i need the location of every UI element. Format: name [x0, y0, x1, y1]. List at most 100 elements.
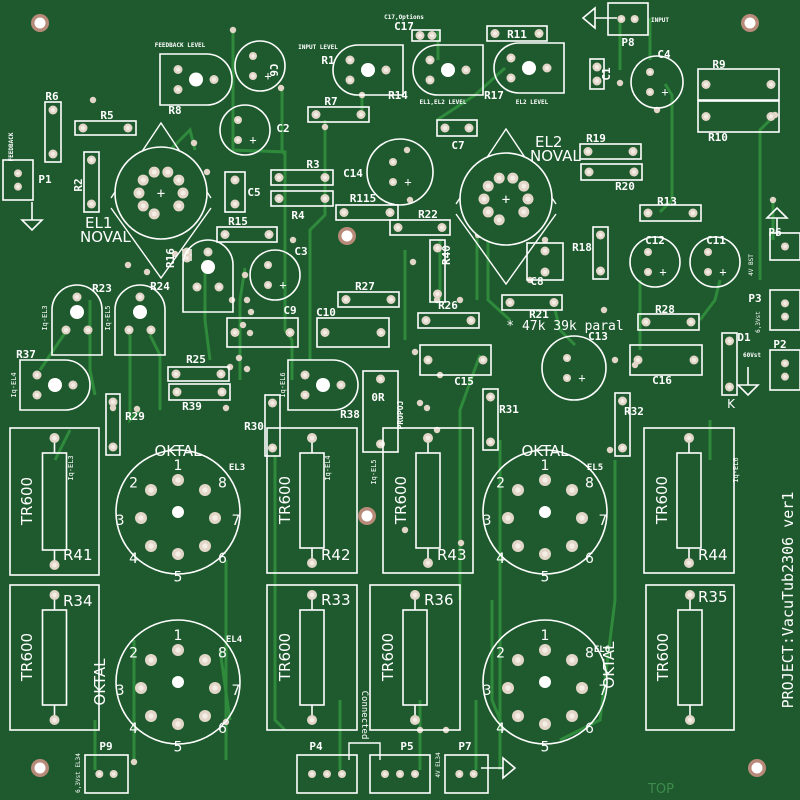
drill-hole: [686, 435, 692, 441]
via: [124, 261, 132, 269]
p9-voltage-label: 6,3Vst EL34: [75, 753, 82, 793]
drill-hole: [236, 118, 240, 122]
tube-type: OKTAL: [154, 442, 202, 460]
drill-hole: [635, 357, 641, 363]
ground-symbol-icon: [20, 202, 44, 232]
pin-number: 5: [174, 570, 183, 586]
drill-hole: [313, 112, 319, 117]
connector-outline: [444, 754, 489, 794]
tube-type: NOVAL: [80, 228, 131, 246]
reference-label: P2: [773, 338, 786, 351]
drill-hole: [202, 543, 208, 549]
drill-hole: [648, 70, 652, 74]
tube-type: OKTAL: [521, 442, 569, 460]
drill-hole: [703, 114, 709, 119]
resistor-outline: [389, 219, 451, 236]
reference-label: R21: [529, 308, 549, 321]
tube-name: EL3: [229, 463, 245, 473]
resistor-outline: [436, 119, 478, 137]
transformer-type: TR600: [654, 633, 672, 682]
drill-hole: [138, 515, 144, 521]
drill-hole: [646, 270, 650, 274]
resistor-r4: R4: [270, 190, 334, 222]
resistor-outline: [224, 171, 246, 213]
key-hole: [539, 676, 551, 688]
capacitor-c4: +C4: [630, 48, 684, 109]
via: [239, 321, 247, 329]
iq-el5-label: Iq-EL5: [104, 305, 112, 330]
drill-hole: [521, 209, 527, 215]
drill-hole: [783, 301, 787, 306]
connector-outline: [769, 289, 800, 331]
drill-hole: [70, 382, 76, 388]
resistor-r6: R6: [44, 90, 62, 163]
drill-hole: [507, 300, 513, 305]
potentiometer-outline: [159, 53, 233, 106]
resistor-c10: C10: [316, 306, 390, 348]
pin-number: 3: [483, 513, 492, 529]
resistor-outline: [486, 25, 548, 42]
via: [409, 258, 417, 266]
potentiometer-r37: R37: [16, 348, 91, 411]
polarity-plus-icon: +: [249, 133, 256, 147]
pin-number: 8: [218, 475, 227, 491]
drill-hole: [151, 211, 157, 217]
drill-hole: [525, 196, 531, 202]
drill-hole: [598, 268, 603, 274]
layer-label: TOP: [647, 782, 674, 797]
reference-label: R20: [615, 180, 635, 193]
drill-hole: [184, 255, 190, 261]
resistor-r3: R3: [270, 158, 334, 186]
iq-el4-label: Iq-EL4: [324, 455, 332, 480]
drill-hole: [645, 210, 651, 216]
pin-number: 3: [483, 683, 492, 699]
input-label: INPUT: [651, 17, 669, 24]
reference-label: R19: [586, 132, 606, 145]
mounting-hole-drill: [34, 762, 46, 774]
resistor-c16: C16: [629, 344, 703, 387]
resistor-r30: R30: [244, 394, 281, 457]
drill-hole: [175, 647, 181, 653]
drill-hole: [508, 75, 514, 81]
drill-hole: [347, 57, 353, 63]
drill-hole: [97, 772, 102, 776]
drill-hole: [688, 319, 694, 325]
iq-el3-label: Iq-EL3: [67, 455, 75, 480]
drill-hole: [579, 515, 585, 521]
via: [130, 758, 138, 766]
reference-label: R31: [499, 403, 519, 416]
via: [456, 296, 464, 304]
capacitor-outline: [249, 249, 301, 301]
drill-hole: [565, 356, 569, 360]
reference-label: R6: [45, 90, 59, 103]
resistor-outline: [226, 317, 299, 348]
via: [406, 196, 414, 204]
el1-el2-level-label: EL1,EL2 LEVEL: [420, 99, 467, 106]
reference-label: R39: [182, 400, 202, 413]
connected-label: Connected: [359, 691, 369, 740]
drill-hole: [569, 657, 575, 663]
reference-label: R30: [244, 420, 264, 433]
shaft-hole: [361, 63, 375, 77]
silkscreen-text: EL1 EL2 EL3 EL4 EL5 EL6 TR600 TR600 TR60…: [8, 14, 797, 797]
drill-hole: [287, 330, 293, 335]
drill-hole: [34, 372, 40, 378]
resistor-r25: R25: [167, 353, 230, 382]
drill-hole: [579, 685, 585, 691]
reference-label: C1: [600, 67, 613, 81]
pin-number: 4: [496, 721, 505, 737]
via: [133, 405, 141, 413]
shaft-hole: [201, 260, 215, 274]
resistor-outline: [482, 388, 499, 451]
resistor-r39: R39: [168, 383, 231, 413]
capacitor-outline: [689, 236, 741, 288]
drill-hole: [110, 399, 116, 405]
via: [321, 123, 329, 131]
drill-hole: [468, 318, 474, 323]
resistor-outline: [429, 239, 446, 303]
reference-label: R25: [186, 353, 206, 366]
drill-hole: [266, 283, 270, 287]
resistor-r27: R27: [337, 280, 400, 308]
tube-name: EL1: [85, 214, 112, 232]
capacitor-c14: +C14: [343, 138, 434, 206]
